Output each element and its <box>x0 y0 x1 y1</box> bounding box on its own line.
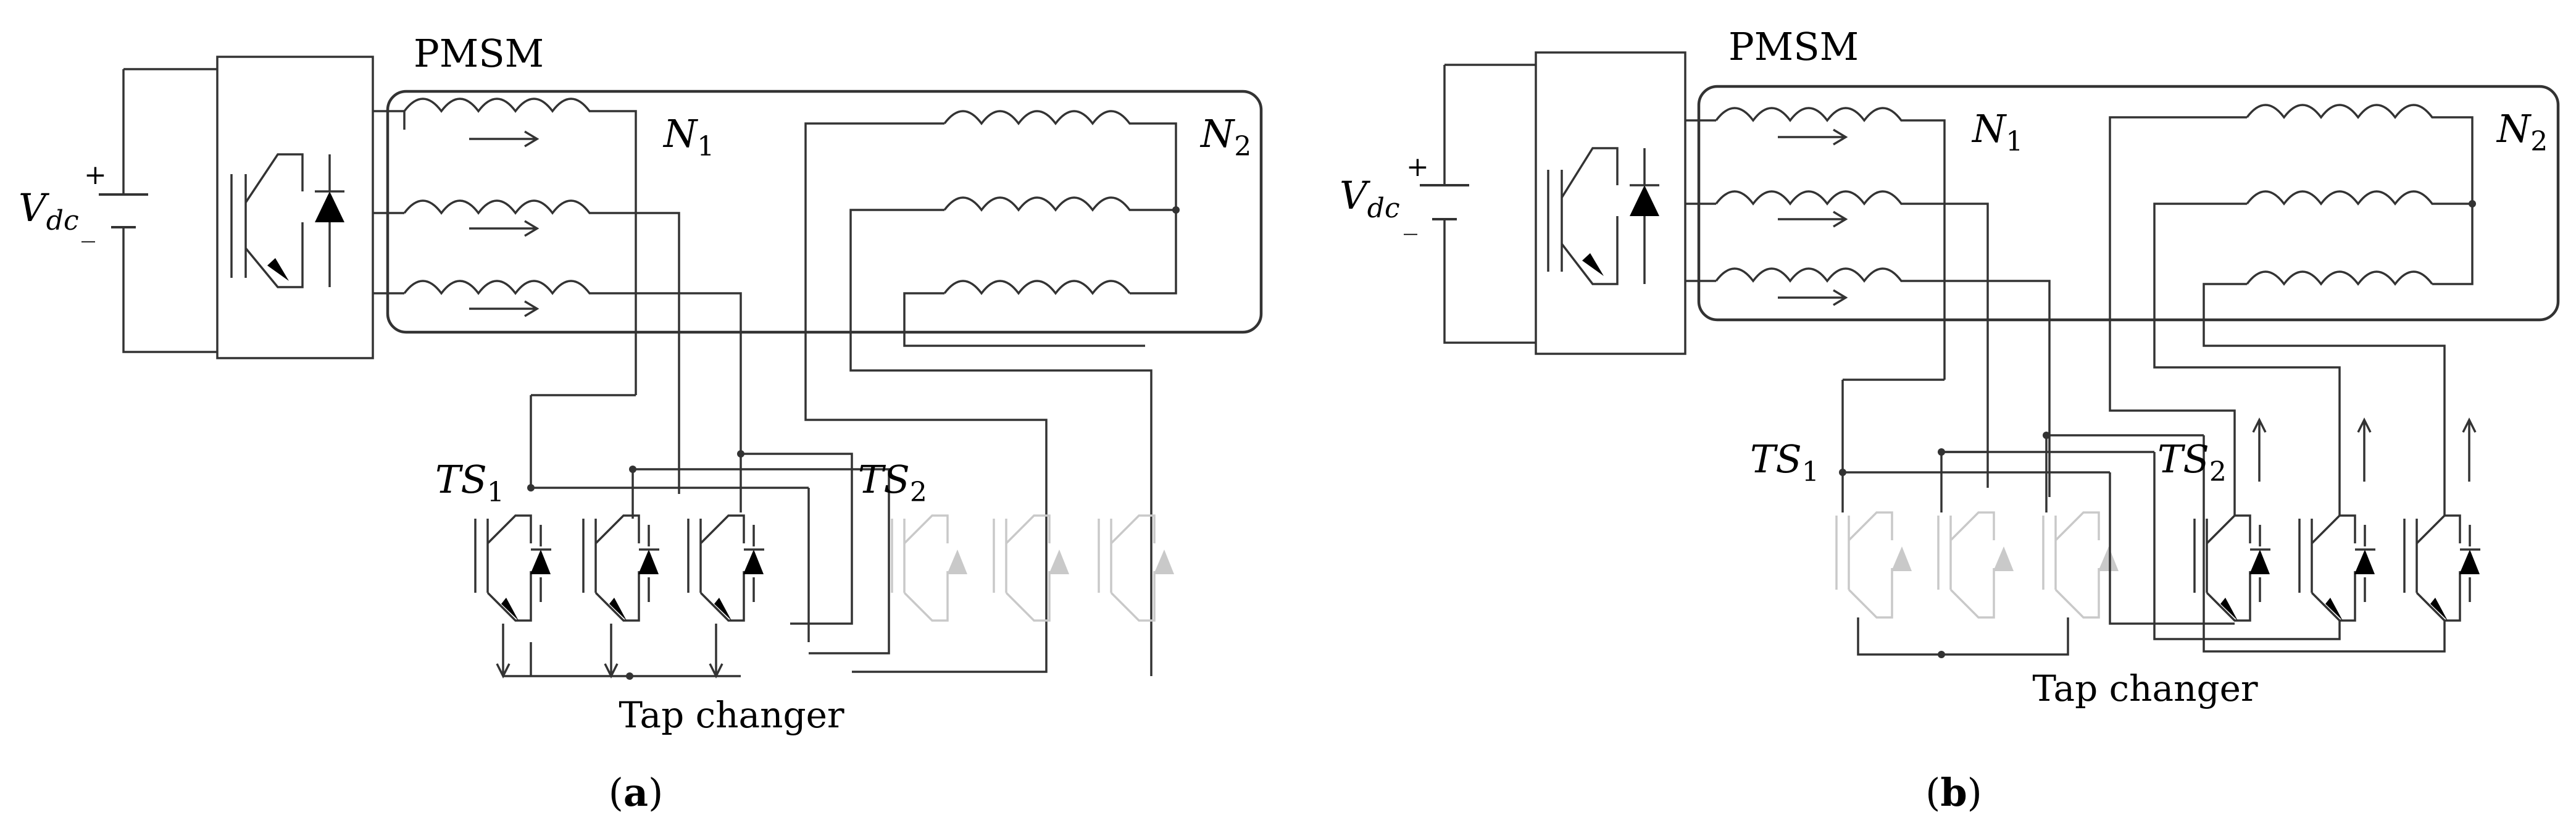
svg-text:TS1: TS1 <box>1750 437 1819 488</box>
minus-sign: _ <box>1404 204 1417 235</box>
neutral2-subscript: 2 <box>2530 126 2548 157</box>
switch-group-ts2 <box>891 514 1174 622</box>
source-label: V <box>19 185 50 230</box>
igbt-cell <box>474 514 551 679</box>
neutral2-subscript: 2 <box>1234 131 1251 162</box>
svg-text:N1: N1 <box>662 111 714 162</box>
current-arrow-icon <box>469 130 540 317</box>
igbt-cell <box>687 514 764 679</box>
neutral1-label: N <box>662 111 699 156</box>
neutral2-label: N <box>1199 111 1236 156</box>
igbt-cell <box>2193 417 2270 622</box>
caption-open: ( <box>1925 770 1940 815</box>
diode-icon <box>315 191 344 222</box>
minus-sign: _ <box>81 211 95 243</box>
neutral1-subscript: 1 <box>697 131 714 162</box>
ts2-subscript: 2 <box>2209 456 2227 488</box>
panel-a: PMSM N1 N2 Vdc + _ TS1 TS2 Tap changer (… <box>19 31 1263 815</box>
ts2-subscript: 2 <box>910 477 927 508</box>
neutral2-label: N <box>2496 106 2532 151</box>
svg-text:Vdc: Vdc <box>1340 173 1400 224</box>
igbt-cell <box>2403 417 2480 622</box>
winding-set-2 <box>2109 104 2476 516</box>
pmsm-enclosure <box>386 90 1263 334</box>
igbt-arrow-icon <box>267 258 289 281</box>
plus-sign: + <box>84 159 107 191</box>
neutral1-label: N <box>1971 106 2007 151</box>
caption-close: ) <box>648 770 663 815</box>
source-subscript: dc <box>1367 193 1400 224</box>
ts1-label: TS <box>435 457 487 502</box>
caption-close: ) <box>1967 770 1982 815</box>
ts1-subscript: 1 <box>487 477 504 508</box>
inverter <box>216 56 404 359</box>
svg-text:Vdc: Vdc <box>19 185 79 236</box>
motor-label: PMSM <box>1728 24 1859 69</box>
dc-source <box>99 68 217 353</box>
panel-b: PMSM N1 N2 Vdc + _ TS1 TS2 Tap changer (… <box>1340 24 2560 815</box>
plus-sign: + <box>1406 151 1429 183</box>
caption-letter: a <box>623 770 648 815</box>
tap-changer-label: Tap changer <box>619 694 844 736</box>
svg-text:N1: N1 <box>1971 106 2023 157</box>
igbt-cell <box>582 514 659 679</box>
neutral1-subscript: 1 <box>2006 126 2023 157</box>
svg-text:(b): (b) <box>1925 770 1982 815</box>
current-arrow-icon <box>1778 128 1848 306</box>
diode-icon <box>1630 185 1659 216</box>
svg-text:N2: N2 <box>2496 106 2548 157</box>
ts1-subscript: 1 <box>1802 456 1819 488</box>
svg-text:(a): (a) <box>609 770 664 815</box>
source-label: V <box>1340 173 1371 218</box>
svg-text:N2: N2 <box>1199 111 1251 162</box>
ts2-label: TS <box>858 457 910 502</box>
switch-group-ts1 <box>1835 378 2204 658</box>
svg-text:TS2: TS2 <box>2157 437 2227 488</box>
tap-changer-label: Tap changer <box>2032 667 2258 709</box>
igbt-arrow-icon <box>1582 253 1604 276</box>
svg-text:TS2: TS2 <box>858 457 927 508</box>
inverter <box>1535 51 1716 355</box>
winding-set-2 <box>804 110 1180 676</box>
winding-set-1 <box>1715 107 2051 497</box>
igbt-cell <box>2298 417 2375 622</box>
pmsm-enclosure <box>1697 85 2560 322</box>
ts2-label: TS <box>2157 437 2209 482</box>
caption-letter: b <box>1940 770 1967 815</box>
motor-label: PMSM <box>414 31 544 76</box>
source-subscript: dc <box>46 205 79 236</box>
caption-open: ( <box>609 770 623 815</box>
svg-text:TS1: TS1 <box>435 457 504 508</box>
dc-source <box>1420 64 1536 344</box>
ts1-label: TS <box>1750 437 1802 482</box>
switch-group-ts2 <box>2109 417 2480 653</box>
switch-group-ts1 <box>474 394 890 680</box>
winding-set-1 <box>403 98 742 512</box>
